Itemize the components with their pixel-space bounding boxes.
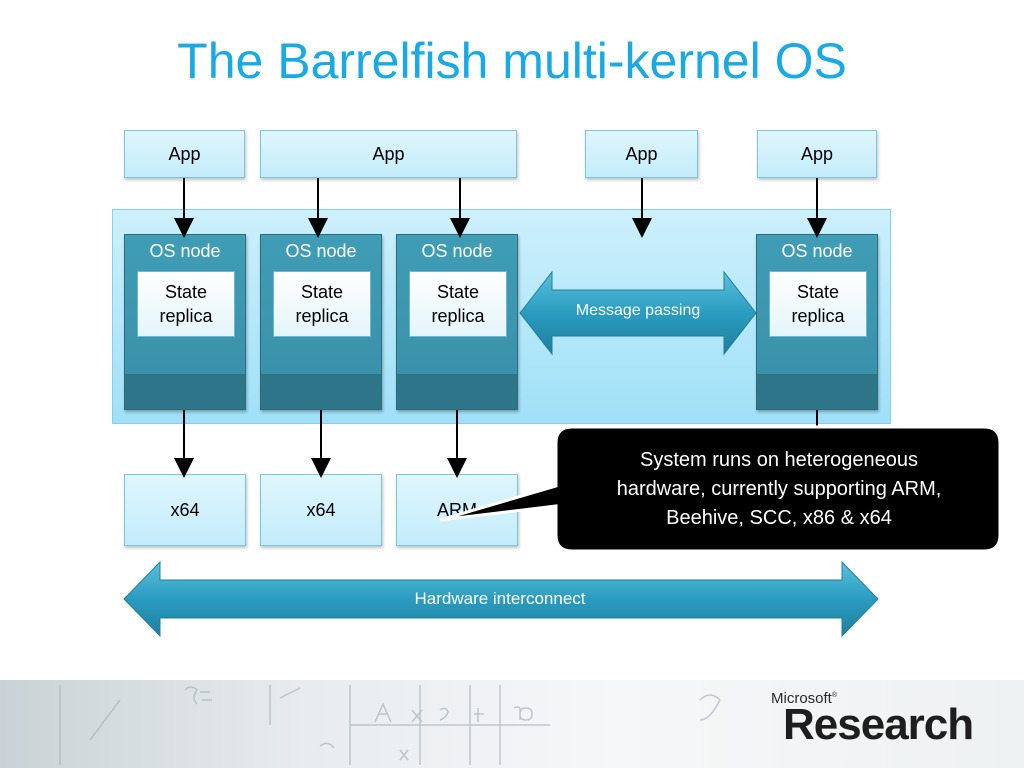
hardware-box-x64-1: x64 xyxy=(124,474,246,546)
message-passing-arrow xyxy=(519,270,757,356)
os-node-label: OS node xyxy=(285,241,357,261)
app-label: App xyxy=(168,143,201,164)
os-node-label: OS node xyxy=(149,241,221,261)
hardware-interconnect-arrow xyxy=(123,560,879,638)
app-label: App xyxy=(372,143,405,164)
research-logo-text: Research xyxy=(783,700,974,749)
callout-line-3: Beehive, SCC, x86 & x64 xyxy=(666,507,892,529)
callout-bubble xyxy=(439,425,1002,553)
message-passing-label: Message passing xyxy=(575,302,701,319)
hardware-box-x64-2: x64 xyxy=(260,474,382,546)
app-box-3: App xyxy=(585,130,698,178)
footer-handwriting-sketch xyxy=(59,685,721,765)
hardware-interconnect-label: Hardware interconnect xyxy=(414,589,586,608)
os-node-label: OS node xyxy=(781,241,853,261)
diagram-arrows xyxy=(123,178,1002,638)
hardware-label: x64 xyxy=(170,499,200,520)
app-box-2: App xyxy=(260,130,517,178)
footer-band xyxy=(0,680,1024,768)
trademark-symbol: ® xyxy=(831,692,838,699)
callout-line-1: System runs on heterogeneous xyxy=(640,449,918,471)
os-node-label: OS node xyxy=(421,241,493,261)
app-box-4: App xyxy=(757,130,877,178)
app-label: App xyxy=(800,143,834,164)
hardware-label: x64 xyxy=(306,499,336,520)
slide-title: The Barrelfish multi-kernel OS xyxy=(177,33,847,89)
callout-line-2: hardware, currently supporting ARM, xyxy=(616,478,942,500)
microsoft-logo-text: Microsoft® xyxy=(771,690,838,707)
callout-text: System runs on heterogeneous hardware, c… xyxy=(556,446,1002,533)
app-label: App xyxy=(625,143,658,164)
app-box-1: App xyxy=(124,130,245,178)
